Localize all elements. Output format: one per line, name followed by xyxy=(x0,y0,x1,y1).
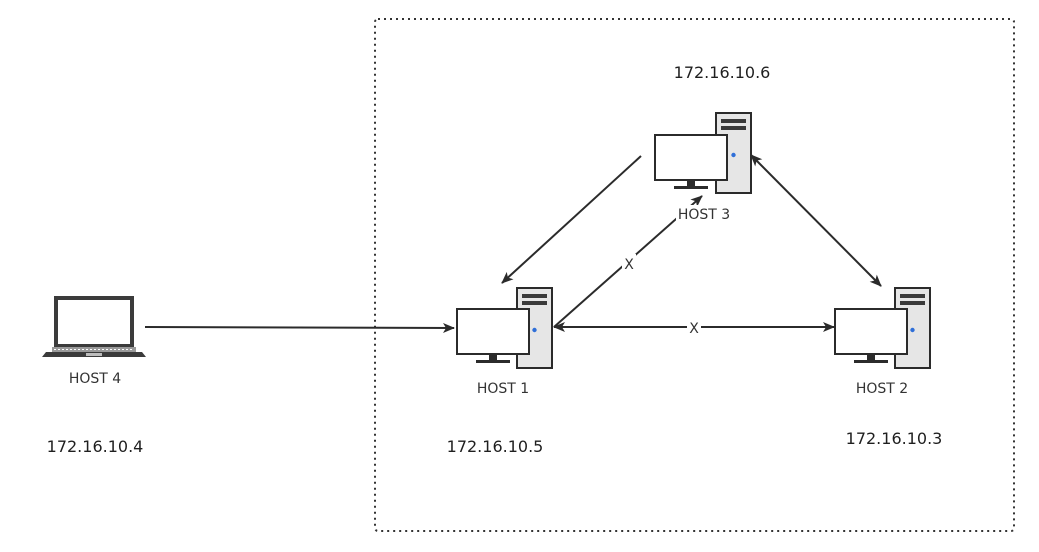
host1-name: HOST 1 xyxy=(477,381,529,397)
label-background xyxy=(676,205,734,221)
host2-name: HOST 2 xyxy=(856,381,908,397)
link-host3-to-host1[interactable] xyxy=(501,155,642,284)
host4-ip: 172.16.10.4 xyxy=(47,437,144,456)
host3-computer-icon[interactable] xyxy=(654,112,752,194)
host1-ip: 172.16.10.5 xyxy=(447,437,544,456)
mark-background xyxy=(622,254,636,272)
host4-laptop-icon[interactable] xyxy=(42,296,146,357)
host3-name: HOST 3 xyxy=(678,207,730,223)
host2-ip: 172.16.10.3 xyxy=(846,429,943,448)
host3-ip: 172.16.10.6 xyxy=(674,63,771,82)
host4-name: HOST 4 xyxy=(69,371,121,387)
host2-computer-icon[interactable] xyxy=(834,287,931,369)
mark-background xyxy=(687,319,701,336)
link-host4-to-host1[interactable] xyxy=(144,322,455,333)
link-host1-host3-mark: X xyxy=(624,257,634,273)
connections xyxy=(144,154,882,333)
host1-computer-icon[interactable] xyxy=(456,287,553,369)
link-host1-host2-mark: X xyxy=(689,321,699,337)
link-host3-host2[interactable] xyxy=(750,154,882,287)
network-boundary xyxy=(374,18,1015,532)
